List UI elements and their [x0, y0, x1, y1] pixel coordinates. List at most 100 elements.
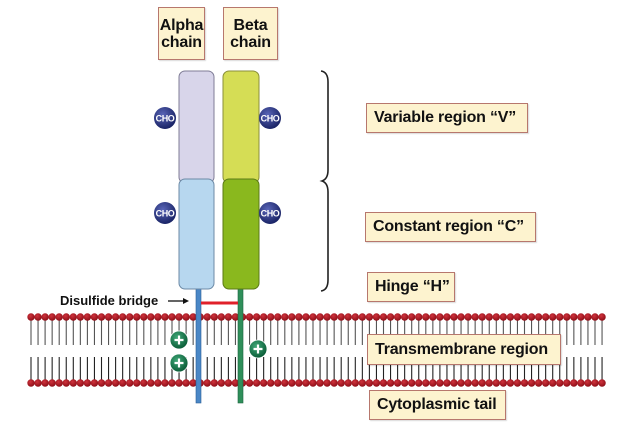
cho-site-beta-variable: CHO	[259, 107, 281, 129]
lipid-head	[591, 313, 599, 321]
lipid-head	[154, 313, 162, 321]
disulfide-bridge-label: Disulfide bridge	[60, 293, 159, 308]
lipid-head	[231, 379, 240, 387]
lipid-head	[563, 313, 571, 321]
lipid-head	[203, 313, 211, 321]
lipid-head	[485, 313, 493, 321]
cho-site-beta-constant: CHO	[259, 202, 281, 224]
lipid-head	[457, 379, 465, 387]
lipid-head	[288, 313, 296, 321]
lipid-head	[126, 379, 134, 387]
lipid-head	[154, 379, 162, 387]
lipid-head	[485, 379, 493, 387]
lipid-head	[527, 313, 536, 321]
lipid-head	[210, 313, 218, 321]
lipid-head	[400, 379, 409, 387]
lipid-head	[147, 313, 155, 321]
lipid-head	[224, 379, 233, 387]
positive-charge-beta	[248, 339, 268, 359]
lipid-head	[534, 313, 543, 321]
lipid-head	[281, 313, 289, 321]
lipid-head	[90, 313, 99, 321]
lipid-head	[27, 313, 35, 321]
lipid-head	[104, 379, 113, 387]
lipid-head	[62, 313, 70, 321]
lipid-head	[274, 379, 282, 387]
beta-chain-stalk	[237, 288, 244, 404]
lipid-head	[55, 313, 63, 321]
lipid-head	[478, 313, 486, 321]
lipid-head	[323, 379, 331, 387]
lipid-head	[41, 379, 49, 387]
lipid-head	[323, 313, 331, 321]
disulfide-arrow-icon	[168, 298, 189, 304]
lipid-head	[436, 313, 444, 321]
beta-constant-domain	[222, 178, 260, 290]
lipid-head	[478, 379, 486, 387]
beta-variable-domain	[222, 70, 260, 184]
lipid-head	[492, 313, 500, 321]
lipid-head	[267, 313, 275, 321]
lipid-head	[499, 313, 508, 321]
lipid-head	[161, 379, 169, 387]
lipid-head	[27, 379, 35, 387]
lipid-head	[351, 379, 359, 387]
lipid-head	[520, 313, 529, 321]
lipid-head	[245, 313, 254, 321]
lipid-head	[295, 313, 303, 321]
hinge-region-label: Hinge “H”	[367, 272, 455, 302]
lipid-head	[358, 379, 367, 387]
cho-site-alpha-constant: CHO	[154, 202, 176, 224]
lipid-head	[386, 313, 395, 321]
beta-chain-label-line2: chain	[230, 33, 271, 51]
lipid-head	[288, 379, 296, 387]
lipid-head	[408, 379, 416, 387]
lipid-head	[189, 313, 197, 321]
lipid-head	[62, 379, 70, 387]
lipid-head	[182, 379, 190, 387]
lipid-head	[111, 313, 120, 321]
lipid-head	[563, 379, 571, 387]
lipid-head	[83, 379, 92, 387]
lipid-heads-outer	[27, 313, 606, 321]
lipid-head	[168, 313, 176, 321]
lipid-head	[358, 313, 367, 321]
lipid-head	[520, 379, 529, 387]
lipid-head	[584, 313, 592, 321]
lipid-head	[443, 313, 451, 321]
lipid-head	[267, 379, 275, 387]
lipid-head	[69, 313, 78, 321]
lipid-head	[111, 379, 120, 387]
cho-label: CHO	[156, 114, 175, 124]
lipid-head	[344, 313, 352, 321]
lipid-head	[400, 313, 409, 321]
lipid-head	[161, 313, 169, 321]
lipid-head	[224, 313, 233, 321]
beta-chain-label: Beta chain	[223, 7, 278, 60]
lipid-head	[549, 313, 557, 321]
lipid-head	[457, 313, 465, 321]
lipid-head	[549, 379, 557, 387]
lipid-head	[76, 379, 85, 387]
lipid-head	[69, 379, 78, 387]
lipid-head	[217, 379, 226, 387]
lipid-head	[450, 313, 458, 321]
cho-label: CHO	[261, 209, 280, 219]
positive-charge-alpha-1	[169, 330, 189, 350]
lipid-head	[147, 379, 155, 387]
lipid-head	[330, 379, 338, 387]
lipid-head	[379, 313, 388, 321]
lipid-head	[408, 313, 416, 321]
lipid-head	[140, 379, 148, 387]
lipid-head	[41, 313, 49, 321]
lipid-head	[344, 379, 352, 387]
lipid-head	[513, 379, 522, 387]
lipid-head	[252, 313, 261, 321]
lipid-head	[118, 379, 127, 387]
lipid-head	[259, 313, 268, 321]
lipid-head	[464, 379, 472, 387]
lipid-head	[140, 313, 148, 321]
lipid-head	[217, 313, 226, 321]
lipid-head	[541, 313, 550, 321]
